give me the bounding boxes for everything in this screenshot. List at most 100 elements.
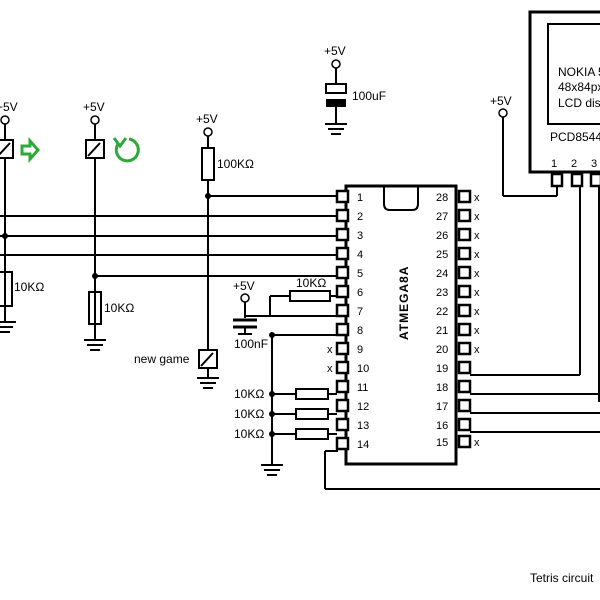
supply-label: +5V bbox=[490, 94, 512, 108]
mcu-pin-label: 21 bbox=[436, 325, 448, 337]
mcu-pin-27 bbox=[457, 208, 472, 223]
mcu-pin-26 bbox=[457, 227, 472, 242]
mcu-pin-25 bbox=[457, 246, 472, 261]
mcu-pin-label: 6 bbox=[357, 287, 363, 299]
unconnected-mark: x bbox=[474, 249, 480, 261]
mcu-pin-8 bbox=[335, 322, 350, 337]
rotate-icon bbox=[112, 137, 140, 163]
lcd-pin-label: 3 bbox=[591, 158, 597, 170]
mcu-pin-label: 20 bbox=[436, 344, 448, 356]
resistor bbox=[0, 271, 13, 307]
arrow-right-icon bbox=[20, 137, 41, 163]
mcu-pin-label: 14 bbox=[357, 439, 369, 451]
resistor-label: 10KΩ bbox=[104, 301, 134, 315]
mcu-pin-label: 17 bbox=[436, 401, 448, 413]
lcd-pin bbox=[550, 172, 564, 188]
switch-column-new-game: +5V 100KΩ new game bbox=[134, 112, 254, 389]
mcu-pin-18 bbox=[457, 379, 472, 394]
mcu-pin-4 bbox=[335, 246, 350, 261]
lcd-line-1: NOKIA 5110 bbox=[558, 65, 600, 79]
mcu-pin-10 bbox=[335, 360, 350, 375]
supply-label: +5V bbox=[196, 112, 218, 126]
resistor-label: 10KΩ bbox=[234, 427, 264, 441]
mcu-pin-label: 25 bbox=[436, 249, 448, 261]
switch-column-left: +5V 10KΩ bbox=[0, 100, 44, 333]
mcu-pin-label: 27 bbox=[436, 211, 448, 223]
mcu-pin-label: 7 bbox=[357, 306, 363, 318]
mcu-pin-19 bbox=[457, 360, 472, 375]
capacitor-100uf: +5V 100uF bbox=[324, 44, 386, 135]
mcu-pin-label: 23 bbox=[436, 287, 448, 299]
mcu-pin-20 bbox=[457, 341, 472, 356]
lcd-controller: PCD8544 bbox=[550, 130, 600, 144]
capacitor-label: 100nF bbox=[234, 337, 268, 351]
resistor-label: 10KΩ bbox=[234, 387, 264, 401]
unconnected-mark: x bbox=[474, 192, 480, 204]
new-game-label: new game bbox=[134, 352, 190, 366]
mcu-pin-15 bbox=[457, 434, 472, 449]
unconnected-mark: x bbox=[474, 268, 480, 280]
mcu-pin-9 bbox=[335, 341, 350, 356]
mcu-pin-21 bbox=[457, 322, 472, 337]
mcu-pin-17 bbox=[457, 398, 472, 413]
mcu-pin-label: 11 bbox=[357, 382, 368, 394]
caption: Tetris circuit bbox=[530, 571, 594, 585]
mcu-pin-2 bbox=[335, 208, 350, 223]
resistor bbox=[88, 291, 102, 325]
resistor-label: 100KΩ bbox=[217, 157, 254, 171]
lcd-module: NOKIA 5110 48x84px LCD display PCD8544 1… bbox=[490, 10, 600, 197]
mcu-pin-label: 3 bbox=[357, 230, 363, 242]
mcu-pin-label: 8 bbox=[357, 325, 363, 337]
unconnected-mark: x bbox=[474, 344, 480, 356]
mcu-name: ATMEGA8A bbox=[397, 266, 411, 340]
mcu-pin-1 bbox=[335, 189, 350, 204]
mcu-pin-label: 10 bbox=[357, 363, 369, 375]
unconnected-mark: x bbox=[474, 230, 480, 242]
resistor-label: 10KΩ bbox=[234, 407, 264, 421]
mcu-pin-label: 22 bbox=[436, 306, 448, 318]
resistor bbox=[289, 290, 331, 302]
mcu-pin-label: 28 bbox=[436, 192, 448, 204]
resistor-label: 10KΩ bbox=[14, 280, 44, 294]
input-wires bbox=[0, 195, 337, 277]
button-switch bbox=[0, 139, 14, 159]
mcu-pin-14 bbox=[335, 436, 350, 451]
mcu-pin-label: 24 bbox=[436, 268, 448, 280]
supply-label: +5V bbox=[324, 44, 346, 58]
mcu-pin-label: 13 bbox=[357, 420, 369, 432]
pulldown-resistors: 10KΩ 10KΩ 10KΩ bbox=[234, 387, 337, 476]
lcd-pin bbox=[589, 172, 600, 188]
supply-label: +5V bbox=[0, 100, 18, 114]
lcd-wires bbox=[324, 184, 600, 490]
lcd-line-3: LCD display bbox=[558, 96, 600, 110]
mcu-pin-7 bbox=[335, 303, 350, 318]
mcu-pin-label: 18 bbox=[436, 382, 448, 394]
mcu-pin-label: 16 bbox=[436, 420, 448, 432]
mcu-pin-16 bbox=[457, 417, 472, 432]
lcd-line-2: 48x84px bbox=[558, 80, 600, 94]
mcu-pin-label: 15 bbox=[436, 437, 448, 449]
unconnected-mark: x bbox=[327, 344, 333, 356]
mcu-pin-label: 5 bbox=[357, 268, 363, 280]
mcu-pin-23 bbox=[457, 284, 472, 299]
resistor-label: 10KΩ bbox=[296, 276, 326, 290]
mcu-pin-13 bbox=[335, 417, 350, 432]
mcu-pin-22 bbox=[457, 303, 472, 318]
mcu-pin-28 bbox=[457, 189, 472, 204]
switch-column-rotate: +5V 10KΩ bbox=[83, 100, 140, 351]
unconnected-mark: x bbox=[474, 287, 480, 299]
capacitor-label: 100uF bbox=[352, 89, 386, 103]
mcu-pin-label: 9 bbox=[357, 344, 363, 356]
unconnected-mark: x bbox=[474, 211, 480, 223]
mcu-pin-label: 1 bbox=[357, 192, 363, 204]
unconnected-mark: x bbox=[474, 306, 480, 318]
lcd-pin-label: 2 bbox=[571, 158, 577, 170]
lcd-pin-label: 1 bbox=[551, 158, 557, 170]
mcu-pin-12 bbox=[335, 398, 350, 413]
supply-network: +5V 100nF 10KΩ bbox=[233, 276, 337, 465]
supply-label: +5V bbox=[83, 100, 105, 114]
mcu-pin-11 bbox=[335, 379, 350, 394]
unconnected-mark: x bbox=[474, 325, 480, 337]
